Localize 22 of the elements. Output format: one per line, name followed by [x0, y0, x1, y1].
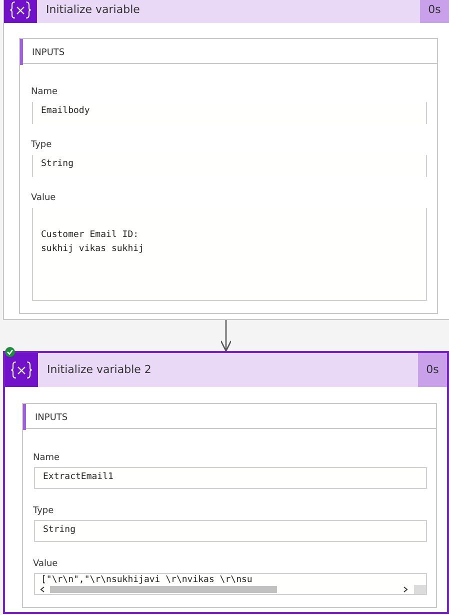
section-heading: INPUTS: [23, 39, 437, 64]
field-value: Emailbody: [41, 106, 90, 116]
field-value: ExtractEmail1: [43, 472, 114, 482]
duration-badge: 0s: [420, 0, 449, 23]
duration-badge: 0s: [418, 353, 447, 387]
field-label: Name: [33, 453, 60, 463]
field-label: Value: [33, 559, 58, 569]
inputs-panel: [19, 38, 438, 314]
field-label: Value: [31, 193, 56, 203]
field-value: String: [43, 525, 76, 535]
field-label: Type: [31, 140, 52, 150]
arrow: [220, 320, 232, 352]
field-value: String: [41, 159, 74, 169]
field-value: Customer Email ID: sukhij vikas sukhij: [41, 229, 145, 256]
card-title: Initialize variable 2: [47, 363, 152, 376]
field-label: Name: [31, 87, 58, 97]
section-heading: INPUTS: [26, 404, 436, 429]
field-label: Type: [33, 506, 54, 516]
action-card: [3, 0, 449, 320]
inputs-panel: [22, 403, 437, 608]
field-value: ["\r\n","\r\nsukhijavi \r\nvikas \r\nsu: [41, 575, 254, 585]
card-title: Initialize variable: [46, 3, 140, 16]
